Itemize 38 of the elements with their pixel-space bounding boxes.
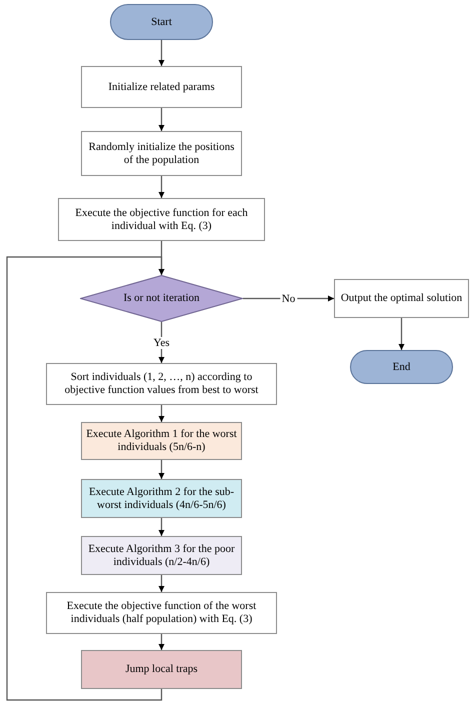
arrow <box>398 318 404 350</box>
node-text: Jump local traps <box>125 663 198 676</box>
arrow <box>158 108 164 131</box>
arrow <box>158 40 164 66</box>
end-terminal <box>350 350 453 384</box>
process-box <box>81 131 242 176</box>
node-text: Is or not iteration <box>123 292 200 305</box>
arrow <box>158 518 164 536</box>
node-text: Execute Algorithm 2 for the sub-worst individuals (4n/6-5n/6) <box>88 486 236 512</box>
node-text: Execute Algorithm 3 for the poor individuals (n/2-4n/6) <box>87 542 236 568</box>
process-box <box>81 536 242 575</box>
process-box <box>81 66 242 108</box>
node-text: Execute the objective function for each individual with Eq. (3) <box>74 206 249 232</box>
process-box <box>81 422 242 460</box>
process-box <box>81 479 242 518</box>
process-box <box>46 363 277 405</box>
node-text: Initialize related params <box>108 80 215 94</box>
node-text: Execute Algorithm 1 for the worst individuals (5n/6-n) <box>85 428 238 454</box>
arrow <box>158 405 164 422</box>
node-text: Randomly initialize the positions of the population <box>88 140 236 166</box>
edge-label: No <box>280 292 298 304</box>
process-box <box>58 198 265 241</box>
arrow <box>158 460 164 479</box>
output-box <box>334 279 469 318</box>
arrow <box>6 256 164 701</box>
arrow <box>243 296 334 302</box>
node-text: Output the optimal solution <box>340 292 462 305</box>
process-box <box>81 650 242 689</box>
arrow <box>158 575 164 592</box>
node-text: Sort individuals (1, 2, …, n) according to objective function values from best to worst <box>64 371 260 397</box>
node-text: End <box>392 360 410 374</box>
arrow <box>158 634 164 650</box>
process-box <box>46 592 277 634</box>
start-terminal <box>110 4 213 40</box>
arrow <box>158 176 164 198</box>
node-text: Start <box>151 16 172 28</box>
edge-label: Yes <box>152 336 172 348</box>
node-text: Execute the objective function of the worst individuals (half population) with Eq. (3) <box>66 600 258 626</box>
